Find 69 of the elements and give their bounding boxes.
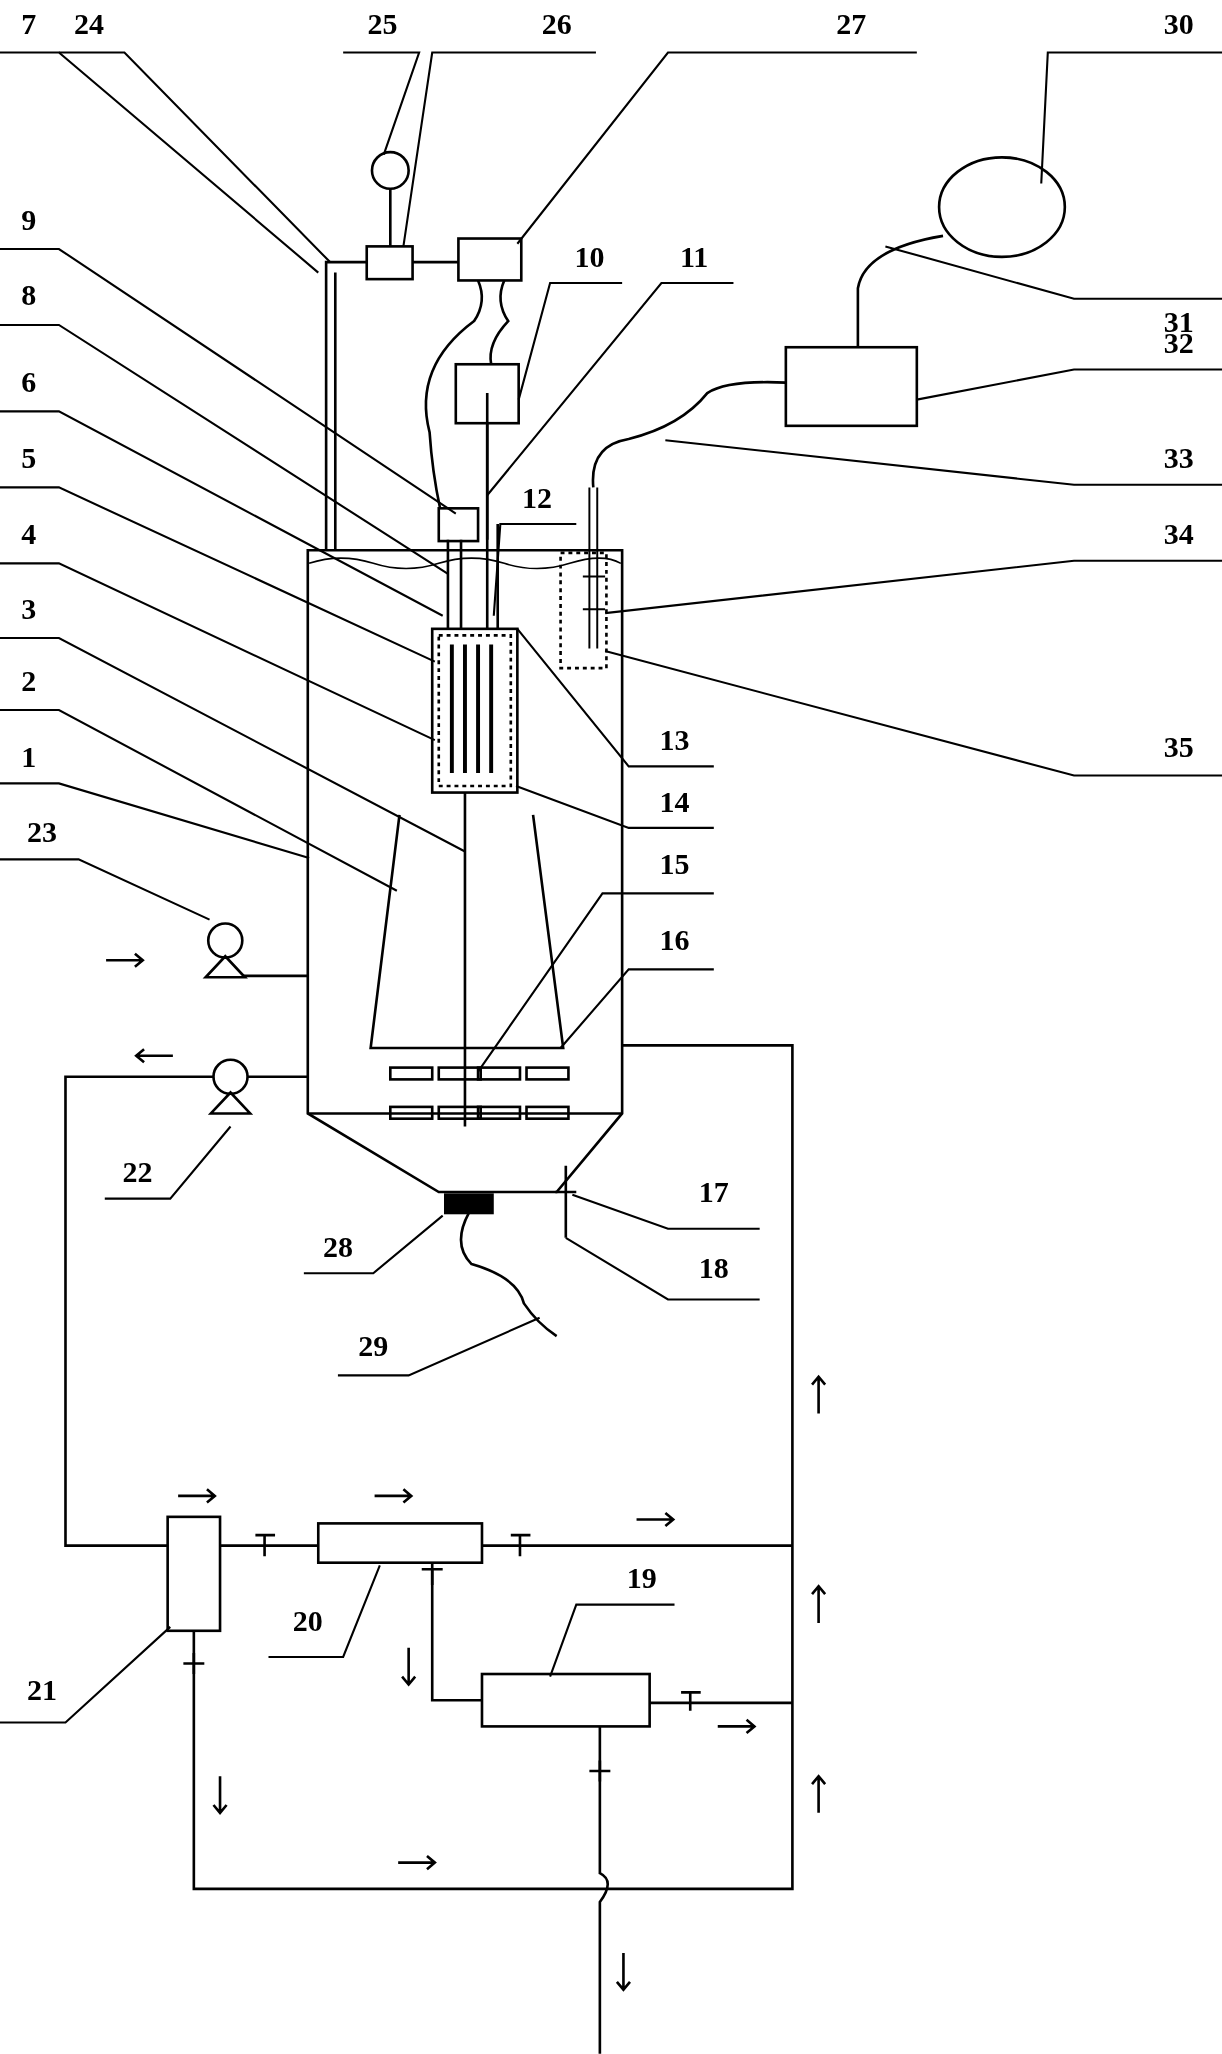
callout-number: 20 [292, 1605, 323, 1638]
callout-number: 13 [659, 724, 690, 756]
leader-line [0, 1626, 171, 1724]
callout-number: 26 [541, 7, 572, 40]
callout-number: 2 [21, 665, 37, 698]
leader-line [516, 628, 714, 768]
callout-number: 22 [122, 1156, 153, 1189]
leader-line [0, 782, 310, 860]
leader-line [0, 858, 210, 921]
callout-number: 17 [698, 1175, 729, 1208]
leader-line [0, 709, 398, 892]
callout-number: 30 [1163, 7, 1194, 40]
leader-line [477, 892, 714, 1073]
callout-number: 14 [659, 785, 690, 818]
callout-number: 9 [21, 204, 37, 237]
callout-number: 6 [21, 366, 37, 399]
leader-line [486, 282, 734, 496]
leader-line [58, 51, 331, 263]
leader-line [0, 486, 436, 663]
leader-line [604, 650, 1222, 777]
callout-number: 21 [26, 1673, 57, 1706]
callout-number: 35 [1163, 730, 1194, 763]
callout-number: 16 [659, 924, 690, 957]
leader-line [337, 1316, 541, 1377]
leader-line [303, 1214, 444, 1275]
leader-line [492, 523, 577, 616]
callout-number: 15 [659, 848, 690, 881]
leader-line [104, 1125, 232, 1200]
leader-line [572, 1193, 760, 1230]
leader-line [0, 410, 444, 617]
leader-line [605, 559, 1222, 615]
callout-number: 3 [21, 593, 37, 626]
leader-line [516, 51, 917, 245]
leader-line [0, 247, 457, 515]
callout-number: 18 [698, 1251, 729, 1284]
leader-line [268, 1564, 381, 1659]
leader-line [559, 968, 714, 1049]
leader-line [0, 51, 319, 274]
callout-number: 28 [322, 1230, 353, 1263]
callout-number: 4 [21, 518, 37, 551]
callout-number: 8 [21, 278, 37, 311]
callout-number: 12 [522, 481, 552, 514]
leader-line [549, 1603, 675, 1677]
callout-number: 25 [367, 7, 398, 40]
callout-number: 1 [21, 741, 37, 774]
callout-number: 34 [1163, 518, 1194, 551]
leader-line [0, 562, 436, 742]
callout-number: 29 [358, 1330, 389, 1363]
callout-number: 23 [26, 815, 57, 848]
leader-line [1040, 51, 1222, 184]
callout-number: 33 [1163, 442, 1194, 475]
callout-number: 19 [626, 1562, 657, 1595]
callout-number: 10 [574, 240, 605, 273]
leader-line [515, 785, 714, 829]
leader-line [0, 636, 466, 853]
leader-line [916, 368, 1222, 401]
leader-line [343, 51, 421, 156]
callout-number: 24 [74, 7, 105, 40]
leader-line [665, 439, 1222, 486]
callout-number: 11 [680, 240, 709, 273]
leader-line [517, 282, 623, 400]
callout-number: 27 [836, 7, 867, 40]
leader-line [565, 1236, 760, 1301]
callout-number: 7 [21, 7, 37, 40]
leader-line [0, 323, 449, 575]
reactor-drawing [64, 150, 1067, 2054]
callout-number: 5 [21, 442, 37, 475]
leader-line [402, 51, 596, 247]
leader-line [885, 245, 1222, 300]
